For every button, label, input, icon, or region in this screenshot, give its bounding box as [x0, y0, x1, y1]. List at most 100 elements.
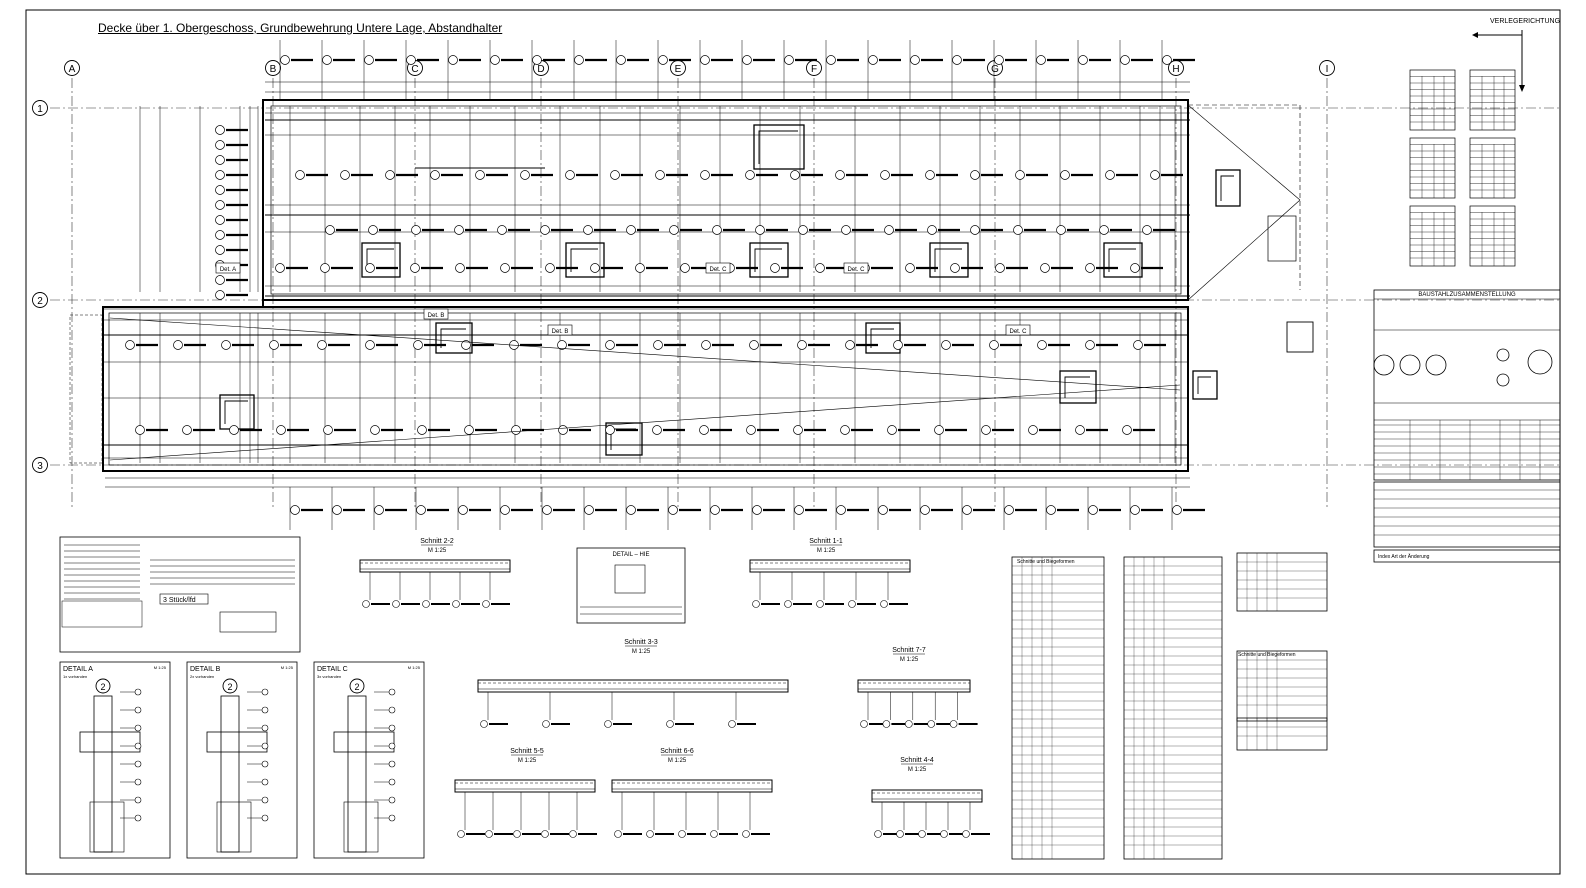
- detail-hie-title: DETAIL – HIE: [612, 552, 649, 558]
- position-marker-69: [590, 263, 600, 273]
- axis-bubble-a: [64, 60, 80, 76]
- detail-beam-0: [89, 801, 125, 853]
- position-marker-134: [626, 505, 636, 515]
- detail-tag-1: Det. B: [428, 313, 445, 319]
- opening-11: [1215, 169, 1241, 207]
- opening-frame-3: [934, 248, 962, 272]
- section-pos-6-2: [918, 830, 926, 838]
- position-marker-116: [699, 425, 709, 435]
- axis-label-c: C: [411, 64, 418, 75]
- detail-pos-1-2: [261, 724, 269, 732]
- position-marker-40: [1105, 170, 1115, 180]
- section-pos-0-0: [362, 600, 370, 608]
- axis-label-d: D: [537, 64, 544, 75]
- section-pos-3-3: [927, 720, 936, 728]
- position-labels: [125, 55, 1205, 515]
- section-slab-1: [749, 559, 911, 573]
- position-marker-144: [1046, 505, 1056, 515]
- position-marker-50: [669, 225, 679, 235]
- schedule-title: Schnitte und Biegeformen: [1017, 559, 1075, 565]
- section-pos-2-1: [542, 720, 550, 728]
- position-marker-66: [455, 263, 465, 273]
- position-marker-41: [1150, 170, 1160, 180]
- section-slab-6: [871, 789, 983, 803]
- position-marker-107: [276, 425, 286, 435]
- section-title-6: Schnitt 4-4: [900, 757, 934, 764]
- position-marker-1: [322, 55, 332, 65]
- position-marker-148: [215, 125, 225, 135]
- detail-pos-2-5: [388, 778, 396, 786]
- section-pos-4-3: [541, 830, 549, 838]
- detail-column-0: [93, 695, 113, 853]
- position-marker-46: [497, 225, 507, 235]
- section-pos-2-3: [666, 720, 674, 728]
- section-pos-3-0: [860, 720, 868, 728]
- detail-pos-1-6: [261, 796, 269, 804]
- detail-tag-box-0: [215, 262, 241, 274]
- position-marker-23: [340, 170, 350, 180]
- position-marker-99: [941, 340, 951, 350]
- position-marker-9: [658, 55, 668, 65]
- section-pos-5-0: [614, 830, 622, 838]
- detail-pos-1-0: [261, 688, 269, 696]
- position-marker-133: [584, 505, 594, 515]
- axis-label-f: F: [811, 64, 817, 75]
- bending-table-2: [1236, 552, 1328, 612]
- detail-pos-0-3: [134, 742, 142, 750]
- titleblock-footer: Index Art der Änderung: [1378, 553, 1430, 560]
- axis-label-b: B: [270, 64, 277, 75]
- position-marker-44: [411, 225, 421, 235]
- position-marker-81: [1130, 263, 1140, 273]
- detail-beam-1: [216, 801, 252, 853]
- section-pos-1-2: [816, 600, 824, 608]
- position-marker-128: [374, 505, 384, 515]
- section-slab-3: [857, 679, 971, 693]
- opening-frame-7: [224, 400, 248, 424]
- dimension-lines: [105, 81, 1190, 488]
- position-marker-28: [565, 170, 575, 180]
- position-marker-3: [406, 55, 416, 65]
- detail-scale-2: M 1:25: [408, 665, 421, 670]
- detail-pos-2-6: [388, 796, 396, 804]
- rebar-lines: [103, 40, 1190, 530]
- position-marker-31: [700, 170, 710, 180]
- section-pos-5-4: [742, 830, 750, 838]
- detail-scale-0: M 1:25: [154, 665, 167, 670]
- position-marker-124: [1075, 425, 1085, 435]
- section-pos-2-0: [480, 720, 488, 728]
- detail-pos-0-2: [134, 724, 142, 732]
- position-marker-22: [295, 170, 305, 180]
- section-pos-4-2: [513, 830, 521, 838]
- position-marker-64: [365, 263, 375, 273]
- position-marker-158: [215, 275, 225, 285]
- position-marker-30: [655, 170, 665, 180]
- position-marker-10: [700, 55, 710, 65]
- opening-8: [605, 422, 643, 456]
- section-scale-1: M 1:25: [817, 548, 836, 554]
- detail-pos-1-7: [261, 814, 269, 822]
- position-marker-78: [995, 263, 1005, 273]
- detail-tag-box-3: [705, 262, 731, 274]
- position-marker-4: [448, 55, 458, 65]
- detail-tag-box-4: [843, 262, 869, 274]
- detail-pos-0-1: [134, 706, 142, 714]
- position-marker-140: [878, 505, 888, 515]
- detail-axis-2: 2: [354, 682, 359, 692]
- detail-axis-bubble-0: [95, 678, 111, 694]
- position-marker-114: [605, 425, 615, 435]
- axis-label-3: 3: [37, 461, 43, 472]
- position-marker-49: [626, 225, 636, 235]
- opening-1: [565, 242, 605, 278]
- position-marker-100: [989, 340, 999, 350]
- detail-pos-1-3: [261, 742, 269, 750]
- rebar-schedule-tables: [1409, 69, 1516, 267]
- section-pos-6-4: [962, 830, 970, 838]
- position-marker-76: [905, 263, 915, 273]
- drawing-title: Decke über 1. Obergeschoss, Grundbewehru…: [98, 21, 503, 35]
- opening-frame-8: [610, 428, 636, 450]
- section-pos-4-4: [569, 830, 577, 838]
- position-marker-12: [784, 55, 794, 65]
- position-marker-151: [215, 170, 225, 180]
